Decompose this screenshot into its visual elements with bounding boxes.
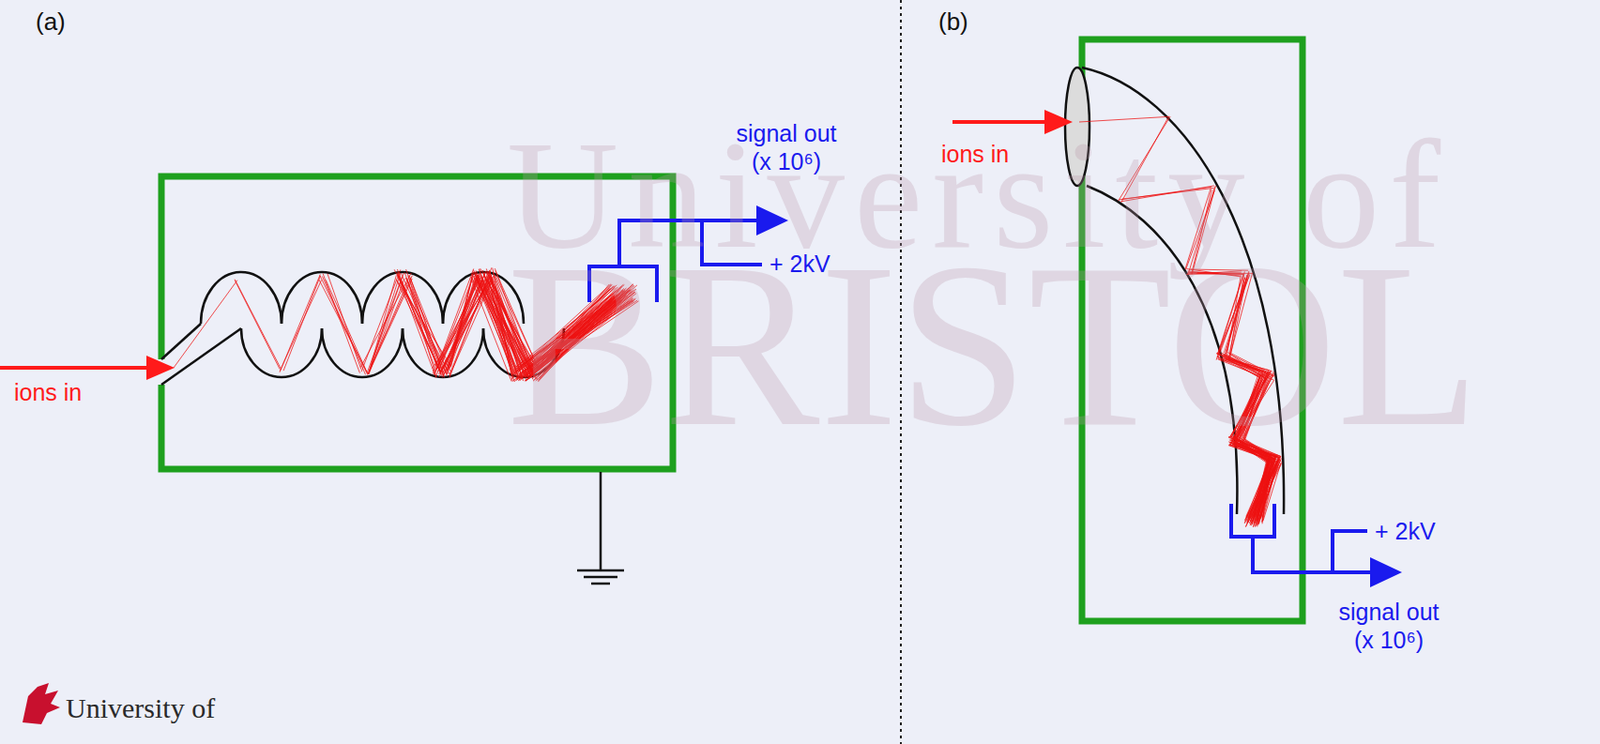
- electron-path: [394, 269, 451, 376]
- signal-label: signal out (x 10⁶): [730, 119, 843, 176]
- electron-path: [321, 275, 366, 375]
- electron-path: [434, 277, 479, 376]
- ion-label: ions in: [941, 139, 1009, 168]
- ion-beam-arrow: [0, 365, 151, 370]
- watermark-text: BRISTOL: [506, 228, 1480, 463]
- entrance-channel: [161, 328, 242, 385]
- electron-path: [327, 274, 362, 370]
- ion-label: ions in: [14, 378, 82, 407]
- anode-cup: [1231, 503, 1275, 537]
- electron-path: [366, 276, 403, 374]
- bias-wire: [1332, 531, 1368, 573]
- ground-symbol: [577, 472, 625, 584]
- ion-beam-arrowhead: [146, 355, 175, 381]
- electron-path: [396, 269, 434, 366]
- electron-path: [369, 280, 410, 372]
- electron-path: [1260, 462, 1274, 518]
- electron-path: [471, 277, 512, 381]
- signal-arrowhead: [1370, 557, 1402, 588]
- anode-wiring: [1231, 503, 1372, 573]
- voltage-label: + 2kV: [769, 249, 831, 278]
- electron-path: [325, 279, 368, 375]
- voltage-label: + 2kV: [1374, 517, 1436, 546]
- electron-path: [319, 279, 367, 372]
- logo-emblem: [22, 683, 61, 725]
- electron-path: [361, 270, 401, 373]
- electron-path: [447, 277, 475, 366]
- electron-path: [367, 274, 397, 375]
- electron-path: [396, 274, 441, 375]
- panel-letter: (a): [35, 7, 66, 37]
- dynode: [200, 272, 282, 324]
- panel-letter: (b): [938, 7, 969, 37]
- electron-path: [446, 274, 473, 375]
- signal-label: signal out (x 10⁶): [1332, 597, 1446, 655]
- logo-text: University of: [65, 691, 215, 726]
- dynode: [241, 328, 322, 378]
- electron-path: [434, 268, 474, 375]
- electron-path: [279, 274, 320, 372]
- electron-path: [173, 280, 238, 368]
- electron-path: [322, 274, 360, 374]
- electron-path: [404, 273, 442, 376]
- electron-path: [234, 280, 280, 370]
- entrance-channel: [161, 323, 201, 360]
- signal-wire: [1252, 536, 1372, 573]
- electron-path: [234, 279, 282, 370]
